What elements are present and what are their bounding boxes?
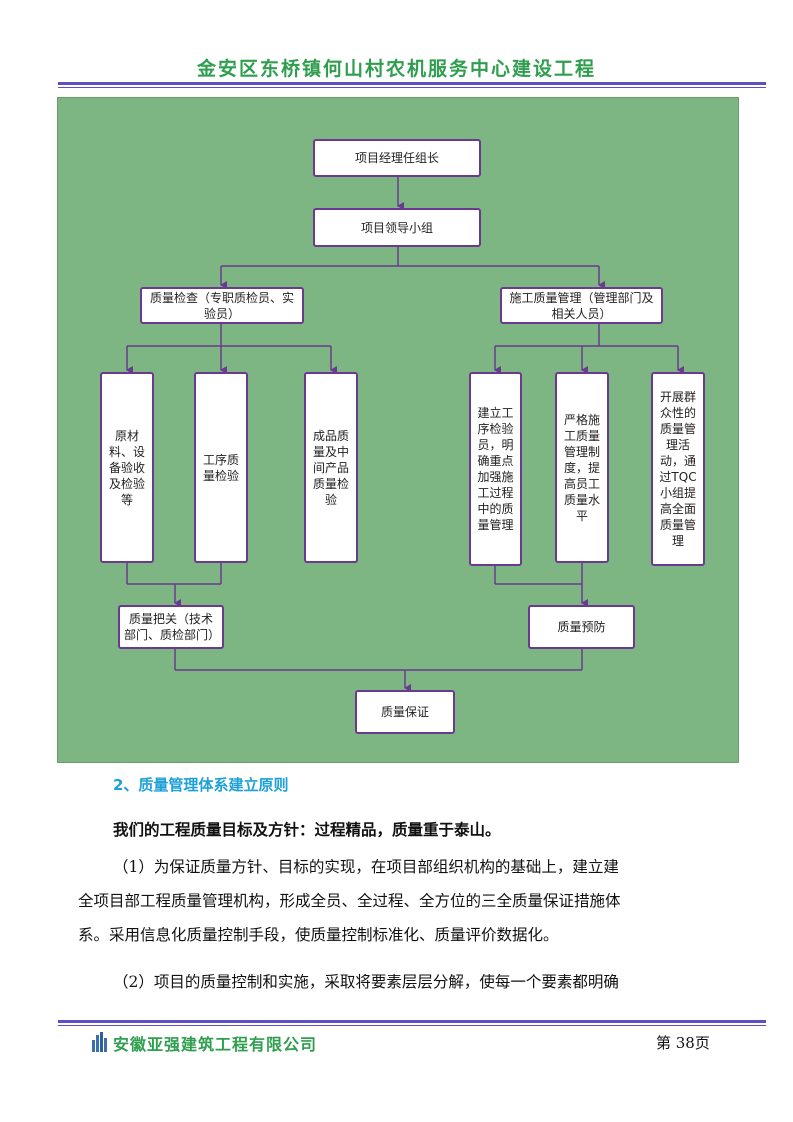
section-heading: 2、质量管理体系建立原则 [113, 776, 289, 794]
footer-rule [58, 1020, 766, 1023]
node-process-inspector: 建立工序检验员，明确重点加强施工过程中的质量管理 [469, 372, 522, 566]
node-product-inspection: 成品质量及中间产品质量检验 [304, 372, 358, 563]
org-chart-panel: 项目经理任组长 项目领导小组 质量检查（专职质检员、实验员） 施工质量管理（管理… [57, 97, 739, 763]
lead-statement: 我们的工程质量目标及方针：过程精品，质量重于泰山。 [113, 820, 501, 839]
node-quality-prevention: 质量预防 [528, 605, 635, 649]
node-quality-control-gate: 质量把关（技术部门、质检部门） [118, 605, 224, 649]
footer-page-number: 第 38页 [656, 1034, 710, 1052]
header-title: 金安区东桥镇何山村农机服务中心建设工程 [196, 58, 596, 80]
footer-company-name: 安徽亚强建筑工程有限公司 [113, 1035, 318, 1054]
node-leader-group: 项目领导小组 [313, 208, 481, 247]
node-strict-management: 严格施工质量管理制度，提高员工质量水平 [555, 372, 609, 563]
node-quality-inspection: 质量检查（专职质检员、实验员） [140, 287, 304, 324]
node-tqc-activity: 开展群众性的质量管理活动，通过TQC小组提高全面质量管理 [651, 372, 705, 566]
node-material-inspection: 原材料、设备验收及检验等 [100, 372, 154, 563]
para2-line1: （2）项目的质量控制和实施，采取将要素层层分解，使每一个要素都明确 [113, 973, 619, 991]
header-rule [58, 82, 766, 85]
company-logo-icon [92, 1032, 107, 1052]
org-chart-connectors [126, 177, 684, 692]
node-process-inspection: 工序质量检验 [194, 372, 248, 563]
para1-line3: 系。采用信息化质量控制手段，使质量控制标准化、质量评价数据化。 [78, 926, 559, 944]
para1-line2: 全项目部工程质量管理机构，形成全员、全过程、全方位的三全质量保证措施体 [78, 892, 621, 910]
node-construction-quality-management: 施工质量管理（管理部门及相关人员） [500, 287, 663, 324]
header-rule-thin [58, 87, 766, 88]
para1-line1: （1）为保证质量方针、目标的实现，在项目部组织机构的基础上，建立建 [113, 858, 619, 876]
footer-rule-thin [58, 1025, 766, 1026]
node-project-manager: 项目经理任组长 [313, 139, 481, 177]
node-quality-assurance: 质量保证 [355, 690, 455, 734]
